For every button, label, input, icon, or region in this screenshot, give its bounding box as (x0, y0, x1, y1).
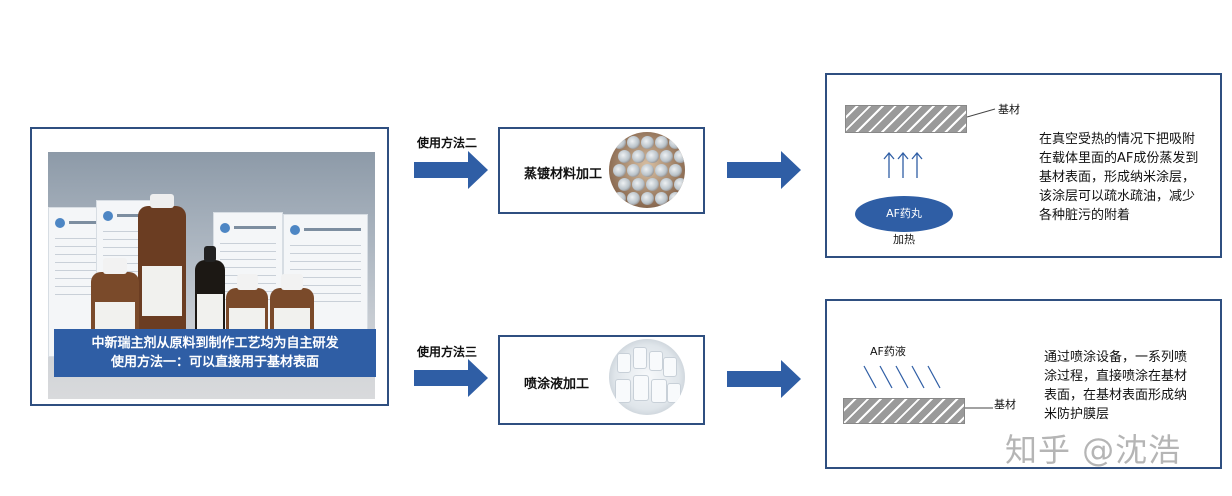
spray-description: 通过喷涂设备，一系列喷涂过程，直接喷涂在基材表面，在基材表面形成纳米防护膜层 (1044, 350, 1188, 422)
vial (627, 136, 640, 149)
vial (669, 136, 682, 149)
product-caption: 中新瑞主剂从原料到制作工艺均为自主研发 使用方法一：可以直接用于基材表面 (54, 329, 376, 377)
vial (632, 150, 645, 163)
spray-lines-icon (863, 365, 941, 389)
vial (641, 136, 654, 149)
vial (655, 192, 668, 205)
caption-line-2: 使用方法一：可以直接用于基材表面 (110, 355, 319, 370)
substrate-label: 基材 (998, 103, 1020, 116)
vial (660, 150, 673, 163)
spray-substrate-label: 基材 (994, 398, 1016, 411)
spray-diagram-panel (825, 299, 1222, 469)
vapor-arrows-icon (883, 151, 923, 178)
vial (641, 164, 654, 177)
vial (627, 164, 640, 177)
arrow-to-spray (414, 359, 488, 397)
vial (669, 192, 682, 205)
vial (655, 164, 668, 177)
method-three-label: 使用方法三 (417, 345, 478, 359)
vial (613, 192, 626, 205)
caption-line-1: 中新瑞主剂从原料到制作工艺均为自主研发 (91, 336, 339, 351)
vial (613, 136, 626, 149)
vial (646, 178, 659, 191)
heat-label: 加热 (893, 233, 915, 246)
jug (617, 353, 631, 373)
vial (613, 164, 626, 177)
large-amber-bottle (138, 194, 186, 342)
vial (660, 178, 673, 191)
method-two-label: 使用方法二 (417, 136, 478, 150)
af-pellet: AF药丸 (855, 196, 953, 232)
jug (633, 375, 649, 401)
spray-process-label: 喷涂液加工 (524, 377, 590, 392)
vial (674, 150, 685, 163)
vial (641, 192, 654, 205)
arrow-to-evaporation-diagram (727, 151, 801, 189)
vial (669, 164, 682, 177)
vial (618, 178, 631, 191)
evaporation-description: 在真空受热的情况下把吸附在载体里面的AF成份蒸发到基材表面，形成纳米涂层，该涂层… (1039, 132, 1199, 223)
jug (651, 379, 667, 403)
evaporation-material-photo (609, 132, 685, 208)
jug (663, 357, 677, 377)
spray-liquid-photo (609, 339, 685, 415)
af-liquid-label: AF药液 (870, 345, 906, 358)
spray-substrate-layer (843, 398, 965, 424)
jug (615, 379, 631, 403)
jug (633, 347, 647, 369)
arrow-to-evaporation (414, 151, 488, 189)
vial (627, 192, 640, 205)
arrow-to-spray-diagram (727, 360, 801, 398)
watermark: 知乎 @沈浩 (1005, 431, 1182, 469)
jug (649, 351, 663, 371)
jug (667, 383, 681, 403)
spray-substrate-pointer (965, 407, 993, 409)
substrate-layer (845, 105, 967, 133)
vial (655, 136, 668, 149)
evaporation-process-label: 蒸镀材料加工 (524, 167, 603, 182)
vial (632, 178, 645, 191)
vial (618, 150, 631, 163)
vial (646, 150, 659, 163)
substrate-pointer (967, 108, 996, 118)
af-pellet-label: AF药丸 (886, 207, 922, 220)
vial (674, 178, 685, 191)
